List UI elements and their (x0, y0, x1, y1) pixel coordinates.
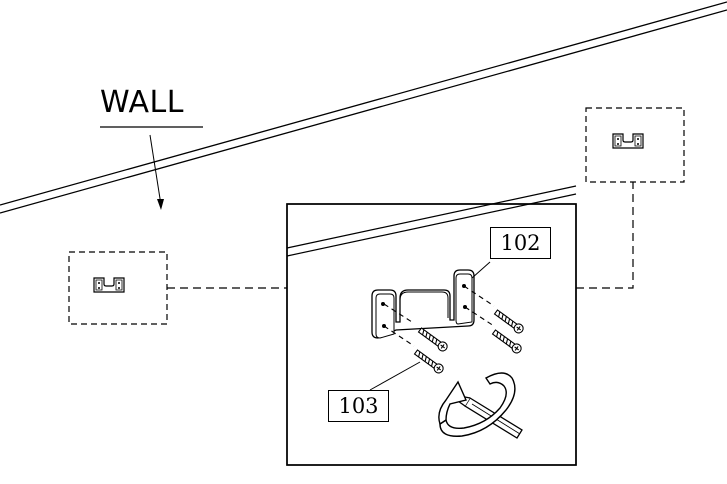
screw-guide-lines (383, 285, 495, 347)
rotation-arrow-icon (438, 372, 516, 437)
wall-edge (0, 1, 727, 214)
connector-lines (167, 182, 634, 289)
part-label-103: 103 (328, 390, 389, 422)
wall-label: WALL (100, 85, 184, 120)
main-bracket-icon (371, 269, 475, 339)
part-label-102: 102 (490, 227, 551, 259)
right-bracket-detail (585, 107, 685, 183)
screw-icon (413, 309, 524, 374)
left-bracket-detail (68, 251, 168, 325)
wall-leader-arrow (149, 134, 164, 210)
part-leader-lines (369, 261, 491, 391)
